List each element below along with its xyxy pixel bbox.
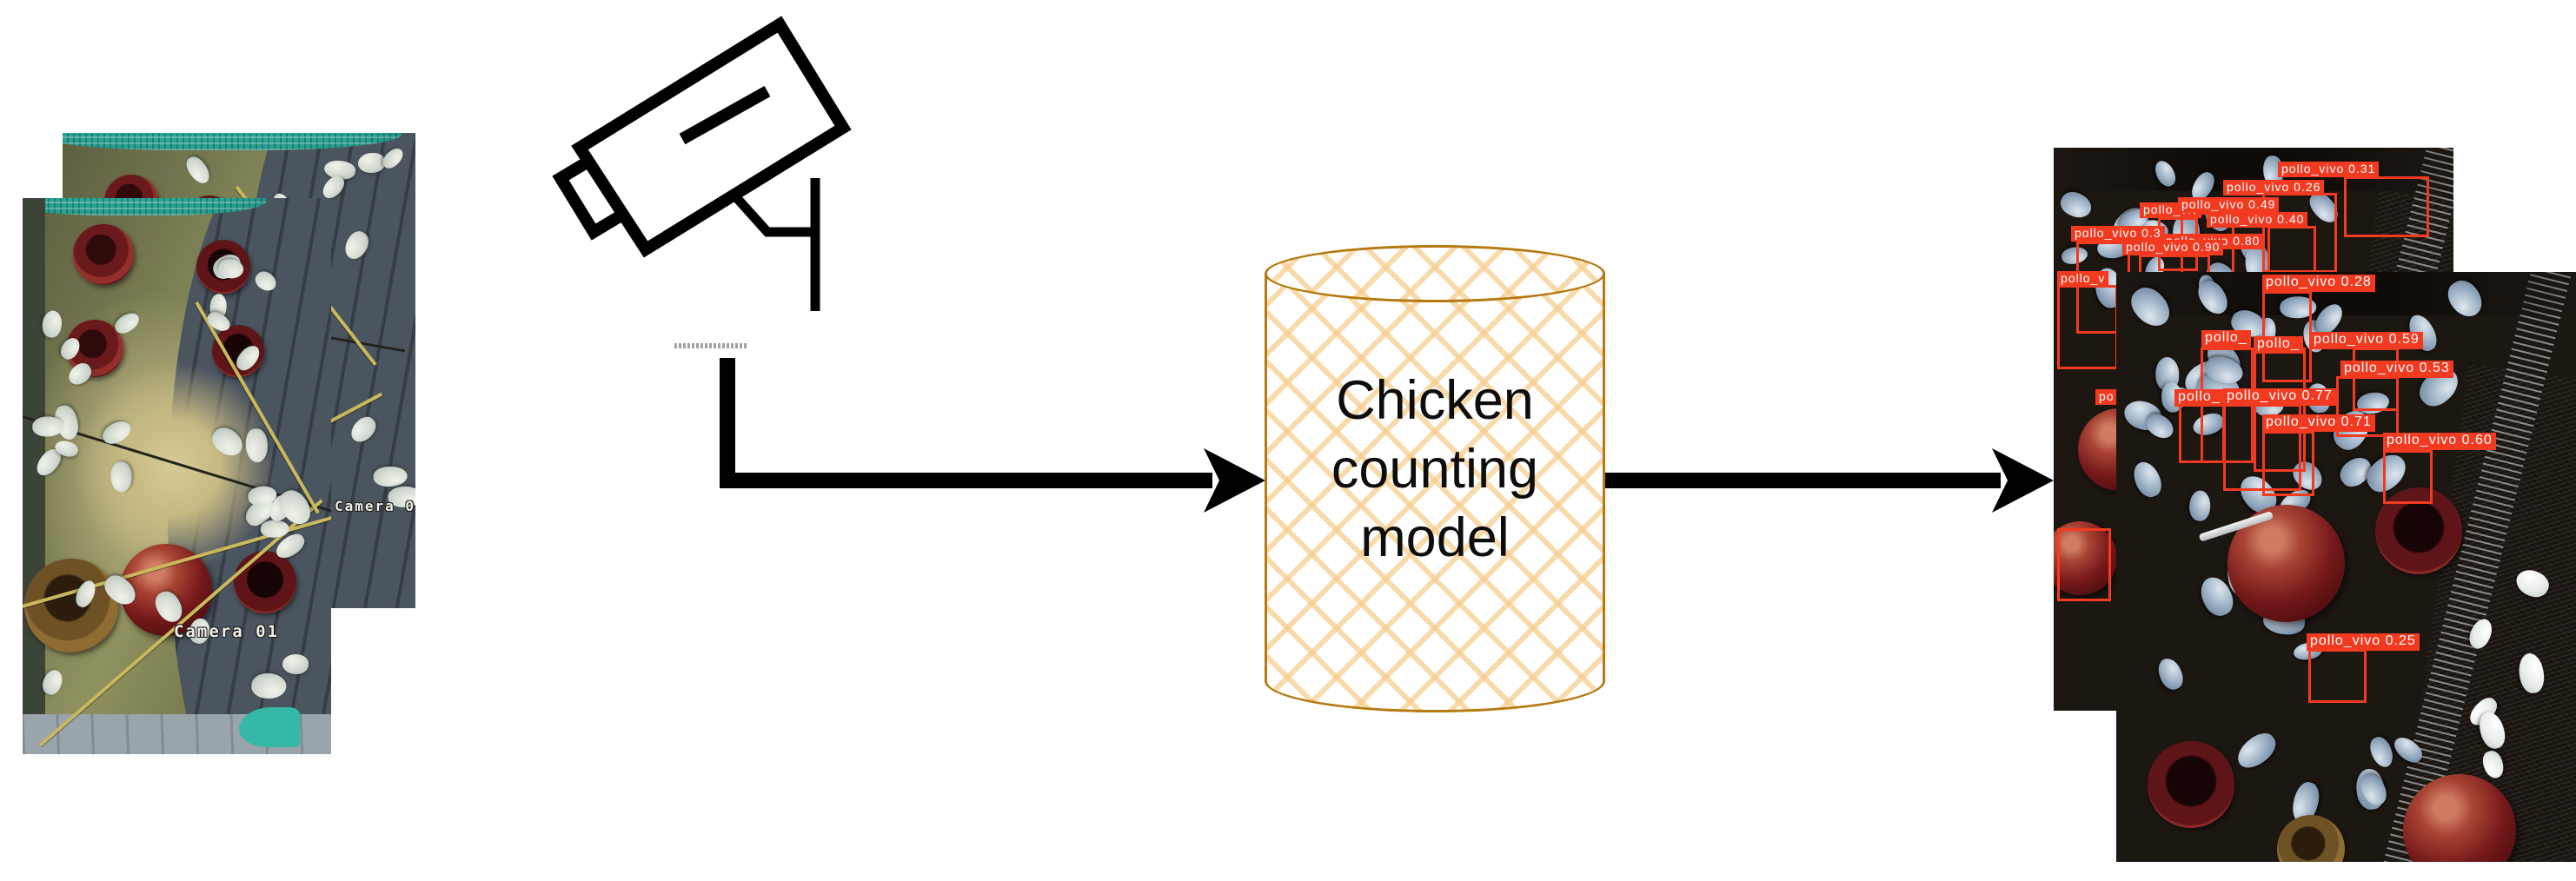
fence-mesh-top xyxy=(23,198,266,215)
chicken-blob xyxy=(245,427,269,463)
model-label: Chicken counting model xyxy=(1331,370,1539,568)
feeder-cup xyxy=(234,551,296,613)
fence-mesh-top xyxy=(63,133,402,150)
detection-label: pollo_vivo 0.40 xyxy=(2207,212,2308,228)
detection-label: po xyxy=(2095,389,2118,405)
detection-label: pollo_vivo 0.59 xyxy=(2310,332,2423,349)
detection-label: pollo_vivo 0.3 xyxy=(2071,226,2165,242)
detection-box xyxy=(2179,404,2225,463)
feeder-brown xyxy=(24,559,118,652)
model-cylinder: Chicken counting model xyxy=(1265,245,1605,712)
camera-watermark: Camera 01 xyxy=(174,622,279,641)
detection-label: pollo_vivo 0.49 xyxy=(2178,197,2280,213)
chicken-blob xyxy=(2366,733,2396,771)
feeder-brown xyxy=(2277,815,2345,862)
detection-label: pollo_v xyxy=(2057,271,2109,287)
cylinder-top-ellipse xyxy=(1265,245,1605,302)
chicken-blob xyxy=(2056,187,2096,223)
feeder-dome xyxy=(2054,521,2117,595)
detection-label: pollo_ xyxy=(2254,336,2303,354)
chicken-blob xyxy=(31,415,64,437)
feeder-cup xyxy=(2148,741,2234,828)
dark-left-strip xyxy=(23,198,45,754)
detection-label: pollo_vivo 0.31 xyxy=(2278,162,2380,177)
chicken-blob xyxy=(183,153,214,188)
detection-label: pollo_vivo 0.25 xyxy=(2307,633,2420,651)
cctv-camera-icon xyxy=(552,16,852,311)
detection-box xyxy=(2308,649,2367,703)
chicken-blob xyxy=(2154,655,2187,693)
detection-box xyxy=(2344,176,2429,237)
chicken-blob xyxy=(2188,489,2212,521)
flow-arrow-input xyxy=(720,358,1265,513)
feeder-dome xyxy=(2403,774,2516,862)
detection-label: pollo_vivo 0.53 xyxy=(2340,361,2453,378)
icon-credit-microtext xyxy=(674,343,747,348)
cylinder-body xyxy=(1265,274,1605,712)
detection-label: pollo_ xyxy=(2174,389,2224,407)
detection-label: pollo_vivo 0.90 xyxy=(2122,240,2224,255)
detection-label: pollo_ xyxy=(2201,330,2251,348)
detection-label: pollo_vivo 0.26 xyxy=(2223,180,2325,195)
chicken-blob xyxy=(2129,457,2167,501)
detection-label: pollo_vivo 0.77 xyxy=(2223,388,2336,406)
input-photo-front: Camera 01 xyxy=(23,198,331,754)
detection-box xyxy=(2383,450,2433,504)
detection-box xyxy=(2262,431,2314,496)
camera-watermark: Camera 01 xyxy=(335,498,415,514)
chicken-blob xyxy=(2232,726,2282,774)
detection-box xyxy=(2057,528,2111,601)
detection-label: pollo_vivo 0.60 xyxy=(2383,433,2496,450)
detection-label: pollo_vivo 0.28 xyxy=(2262,275,2375,292)
lit-ground-patch xyxy=(75,363,275,572)
teal-cloth xyxy=(239,707,300,747)
flow-arrow-output xyxy=(1605,448,2054,513)
detection-box xyxy=(2057,285,2118,369)
feeder-ring xyxy=(73,224,134,285)
detection-label: pollo_vivo 0.71 xyxy=(2262,414,2375,432)
